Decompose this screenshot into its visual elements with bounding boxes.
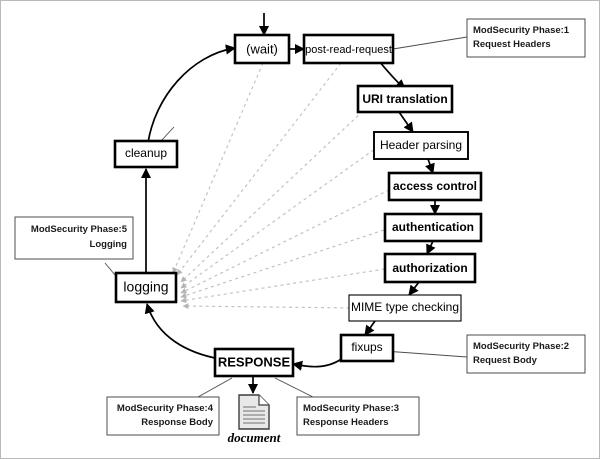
dashed-arrow-uri-translation-to-logging [180, 110, 364, 283]
leader-line-phase1 [392, 36, 468, 50]
dashed-arrow-mime-type-checking-to-logging [182, 303, 357, 310]
note-phase4-line2: Response Body [141, 417, 214, 428]
dashed-arrow-wait-to-logging [172, 62, 264, 274]
dashed-arrow-authentication-to-logging [180, 227, 391, 299]
note-phase3-line2: Response Headers [303, 417, 389, 428]
note-phase5-line2: Logging [90, 239, 128, 250]
logging-dashed-connector-group [172, 62, 396, 310]
note-phase2: ModSecurity Phase:2 Request Body [466, 334, 586, 374]
node-wait-label: (wait) [246, 41, 278, 56]
arrow-mime-type-checking-to-fixups [364, 320, 376, 336]
note-phase2-line2: Request Body [473, 355, 538, 366]
node-access-control-label: access control [393, 179, 477, 193]
document-icon [238, 394, 270, 430]
node-authentication-label: authentication [392, 220, 474, 234]
note-phase1: ModSecurity Phase:1 Request Headers [466, 18, 586, 58]
node-fixups[interactable]: fixups [339, 333, 395, 363]
node-response[interactable]: RESPONSE [213, 347, 295, 378]
node-mime-type-checking-label: MIME type checking [351, 300, 459, 314]
dashed-arrow-post-read-request-to-logging [176, 62, 342, 276]
note-phase4: ModSecurity Phase:4 Response Body [106, 396, 220, 436]
leader-line-phase2 [383, 350, 468, 358]
node-header-parsing[interactable]: Header parsing [373, 131, 469, 160]
node-cleanup-label: cleanup [125, 146, 167, 160]
node-mime-type-checking[interactable]: MIME type checking [348, 294, 462, 322]
note-phase3-line1: ModSecurity Phase:3 [303, 403, 399, 414]
arrow-response-to-logging [144, 303, 221, 360]
leader-line-phase4 [197, 377, 233, 398]
note-phase5: ModSecurity Phase:5 Logging [14, 216, 134, 260]
note-phase1-line2: Request Headers [473, 39, 551, 50]
node-uri-translation[interactable]: URI translation [356, 84, 454, 114]
node-wait[interactable]: (wait) [233, 33, 291, 65]
arrow-uri-translation-to-header-parsing [398, 111, 414, 133]
dashed-arrow-access-control-to-logging [180, 186, 396, 294]
node-header-parsing-label: Header parsing [380, 138, 462, 152]
node-authorization-label: authorization [392, 261, 467, 275]
node-uri-translation-label: URI translation [362, 92, 447, 106]
node-authorization[interactable]: authorization [383, 252, 477, 284]
node-authentication[interactable]: authentication [383, 212, 483, 243]
note-phase2-line1: ModSecurity Phase:2 [473, 341, 569, 352]
note-phase1-line1: ModSecurity Phase:1 [473, 25, 570, 36]
arrow-fixups-to-response [291, 357, 344, 371]
arrow-cleanup-to-wait [147, 44, 237, 144]
note-phase4-line1: ModSecurity Phase:4 [117, 403, 214, 414]
document-caption: document [228, 430, 281, 445]
node-post-read-request-label: post-read-request [305, 44, 392, 56]
node-access-control[interactable]: access control [387, 171, 483, 202]
arrow-header-parsing-to-access-control [425, 158, 435, 174]
node-cleanup[interactable]: cleanup [113, 139, 179, 169]
dashed-arrow-header-parsing-to-logging [180, 145, 380, 289]
node-response-label: RESPONSE [218, 354, 291, 369]
note-phase5-line1: ModSecurity Phase:5 [31, 224, 128, 235]
arrow-authorization-to-mime-type-checking [408, 281, 420, 296]
leader-line-phase3 [274, 377, 314, 398]
node-logging-label: logging [123, 279, 168, 295]
leader-line-cleanup [160, 126, 175, 142]
node-logging[interactable]: logging [114, 271, 178, 304]
node-fixups-label: fixups [351, 340, 382, 354]
note-phase3: ModSecurity Phase:3 Response Headers [296, 396, 420, 436]
node-post-read-request[interactable]: post-read-request [302, 33, 395, 65]
arrow-authentication-to-authorization [426, 240, 436, 255]
